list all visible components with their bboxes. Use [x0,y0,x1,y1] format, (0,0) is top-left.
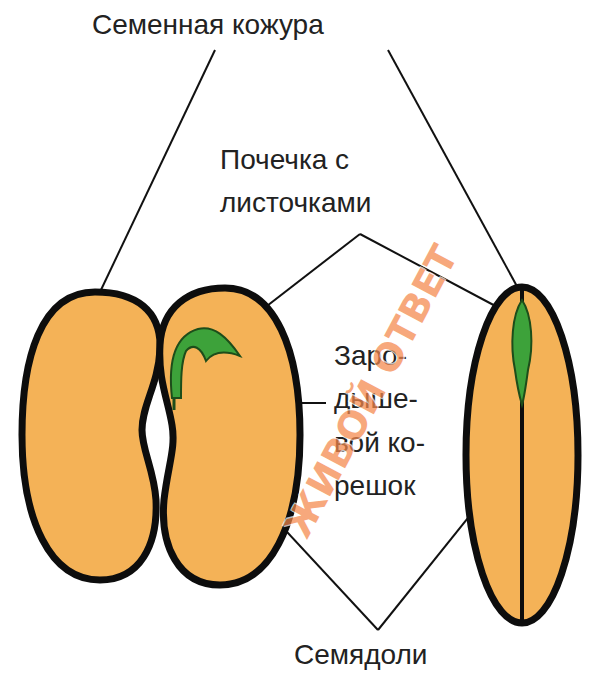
cotyledon-right [160,288,300,585]
embryo-side [512,300,531,405]
leader-lines [100,50,522,630]
cotyledon-left [22,292,160,580]
seed-side-view [466,287,578,623]
part-label: Почечка с листочками [220,138,435,225]
part-label: Семенная кожура [92,8,412,42]
leader-line [100,50,215,292]
plumule [171,328,240,398]
radicle [173,398,176,410]
part-label: Семядоли [294,638,494,672]
